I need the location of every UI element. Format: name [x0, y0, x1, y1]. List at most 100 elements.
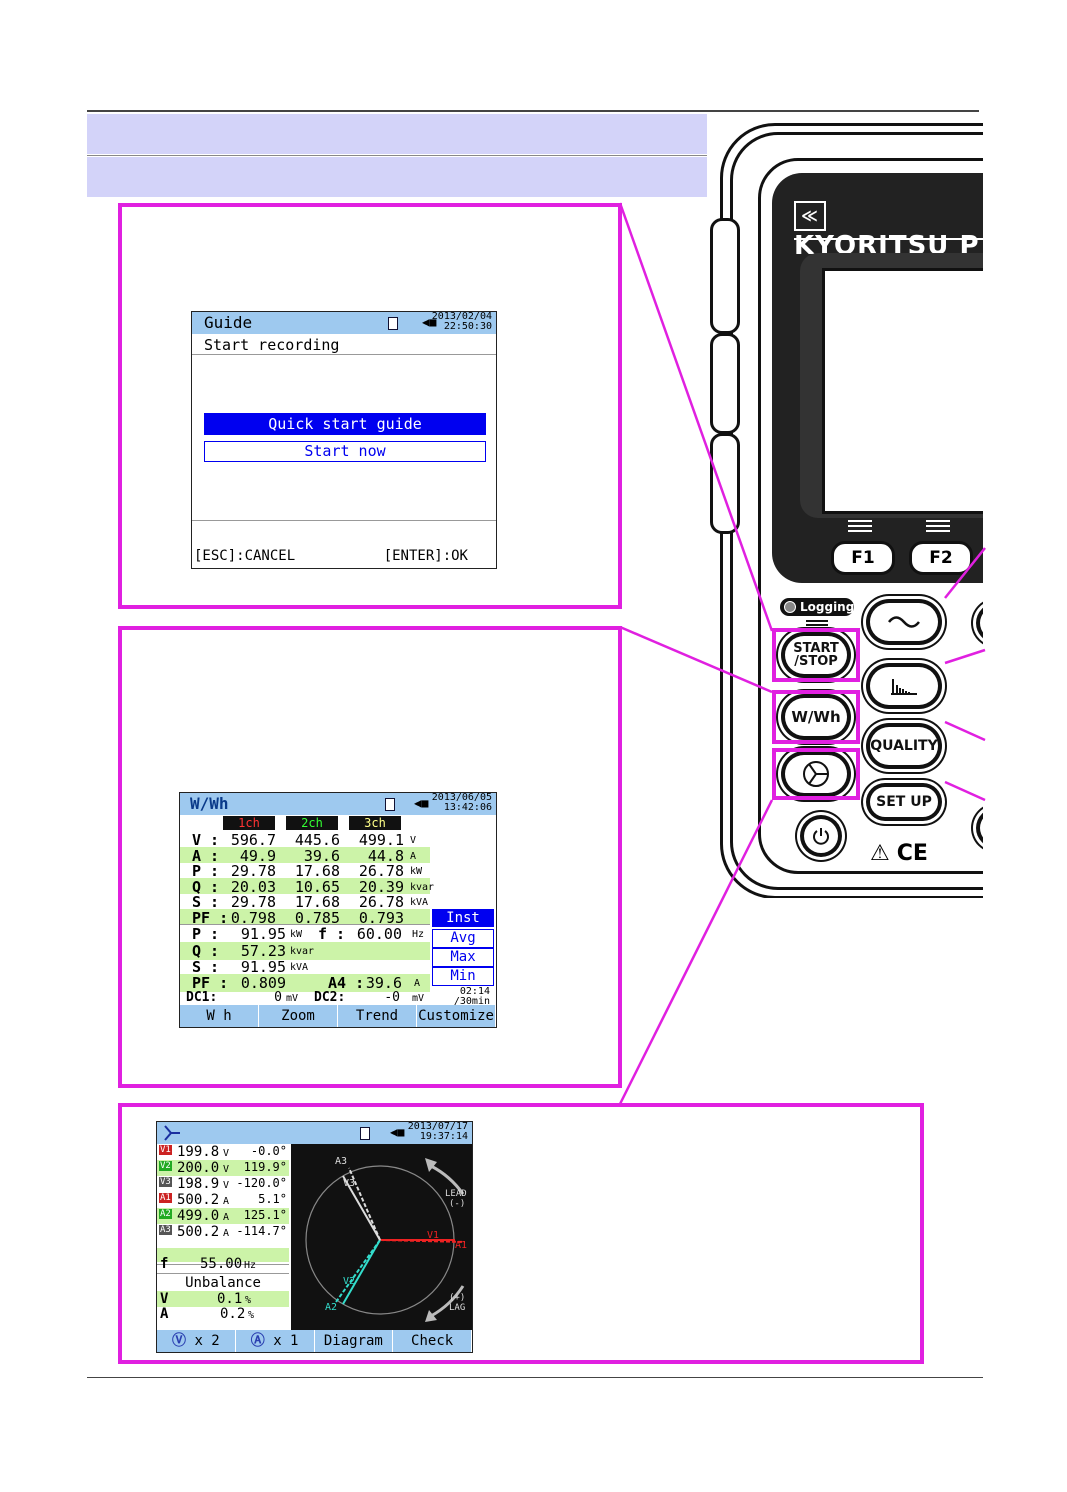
fkey-wh[interactable]: W h	[180, 1005, 259, 1027]
partial-button-1[interactable]	[976, 603, 983, 643]
label-v2: V2	[343, 1276, 355, 1287]
wwh-time: 13:42:06	[443, 802, 492, 813]
power-plug-icon: ◀■	[414, 796, 429, 810]
header-band-bottom	[87, 157, 707, 197]
power-icon	[813, 828, 829, 845]
wwh-date: 2013/06/05	[431, 792, 492, 803]
vector-callout-box	[118, 1103, 924, 1364]
guide-time: 22:50:30	[443, 321, 492, 332]
sd-card-icon	[385, 798, 395, 811]
warning-ce-marks: ⚠ CE	[870, 841, 928, 866]
label-lead: LEAD	[445, 1189, 467, 1199]
current-zoom-icon: Ⓐ	[250, 1333, 265, 1349]
vector-icon	[803, 761, 829, 787]
guide-subtitle: Start recording	[204, 336, 340, 354]
wwh-button[interactable]: W/Wh	[781, 694, 851, 740]
vector-diagram: A3 V3 V1 A1 V2 A2 LEAD (-) (+) LAG	[291, 1144, 472, 1332]
setup-button[interactable]: SET UP	[866, 783, 942, 821]
mode-inst[interactable]: Inst	[432, 909, 494, 927]
sd-card-icon	[388, 317, 398, 330]
f1-button[interactable]: F1	[831, 541, 895, 575]
highlight-start-stop	[772, 628, 860, 682]
label-lead-sign: (-)	[449, 1199, 465, 1209]
power-plug-icon: ◀■	[390, 1125, 405, 1139]
a3-vector	[348, 1167, 381, 1241]
guide-date: 2013/02/04	[431, 311, 492, 322]
label-lag-sign: (+)	[449, 1293, 465, 1303]
label-a3: A3	[335, 1156, 347, 1167]
label-v3: V3	[343, 1178, 355, 1189]
highlight-wwh	[772, 690, 860, 744]
mode-max[interactable]: Max	[432, 948, 494, 967]
channel-1-header: 1ch	[223, 816, 275, 830]
waveform-button[interactable]	[866, 599, 942, 645]
power-button[interactable]	[800, 815, 842, 857]
label-a1: A1	[455, 1240, 467, 1251]
interval-timer: 02:14/30min	[453, 986, 490, 1007]
fkey-zoom[interactable]: Zoom	[259, 1005, 338, 1027]
harmonics-button[interactable]	[866, 663, 942, 709]
f2-button[interactable]: F2	[909, 541, 973, 575]
partial-button-2[interactable]	[976, 808, 983, 848]
fkey-a-zoom[interactable]: Ⓐ x 1	[236, 1330, 315, 1352]
vector-icon	[164, 1125, 180, 1141]
vector-time: 19:37:14	[419, 1131, 468, 1142]
wwh-callout-box	[118, 626, 622, 1088]
wwh-function-keys: W h Zoom Trend Customize	[180, 1005, 496, 1027]
label-a2: A2	[325, 1302, 337, 1313]
enter-ok-label: [ENTER]:OK	[383, 548, 468, 564]
quality-button[interactable]: QUALITY	[866, 723, 942, 769]
fkey-diagram[interactable]: Diagram	[315, 1330, 394, 1352]
footer-rule	[87, 1377, 983, 1378]
v3-vector	[342, 1175, 381, 1241]
label-v1: V1	[427, 1230, 439, 1241]
channel-2-header: 2ch	[286, 816, 338, 830]
a1-vector	[379, 1239, 466, 1243]
sd-card-icon	[360, 1127, 370, 1140]
band-divider	[87, 155, 707, 156]
sine-wave-icon	[888, 616, 920, 628]
power-plug-icon: ◀■	[422, 315, 437, 329]
vector-button[interactable]	[781, 751, 851, 797]
mode-min[interactable]: Min	[432, 967, 494, 986]
start-stop-button[interactable]: START/STOP	[781, 632, 851, 678]
fkey-customize[interactable]: Customize	[417, 1005, 496, 1027]
wwh-title: W/Wh	[190, 794, 229, 813]
fkey-check[interactable]: Check	[393, 1330, 472, 1352]
label-lag: LAG	[449, 1303, 465, 1313]
voltage-zoom-icon: Ⓥ	[172, 1333, 186, 1349]
fkey-v-zoom[interactable]: Ⓥ x 2	[157, 1330, 236, 1352]
guide-title: Guide	[204, 313, 253, 332]
a2-vector	[335, 1239, 381, 1303]
unbalance-title: Unbalance	[185, 1275, 261, 1291]
start-now-option[interactable]: Start now	[204, 441, 486, 462]
quick-start-guide-option[interactable]: Quick start guide	[204, 413, 486, 435]
v2-vector	[342, 1239, 381, 1305]
fkey-trend[interactable]: Trend	[338, 1005, 417, 1027]
mode-avg[interactable]: Avg	[432, 929, 494, 948]
header-band-top	[87, 114, 707, 154]
